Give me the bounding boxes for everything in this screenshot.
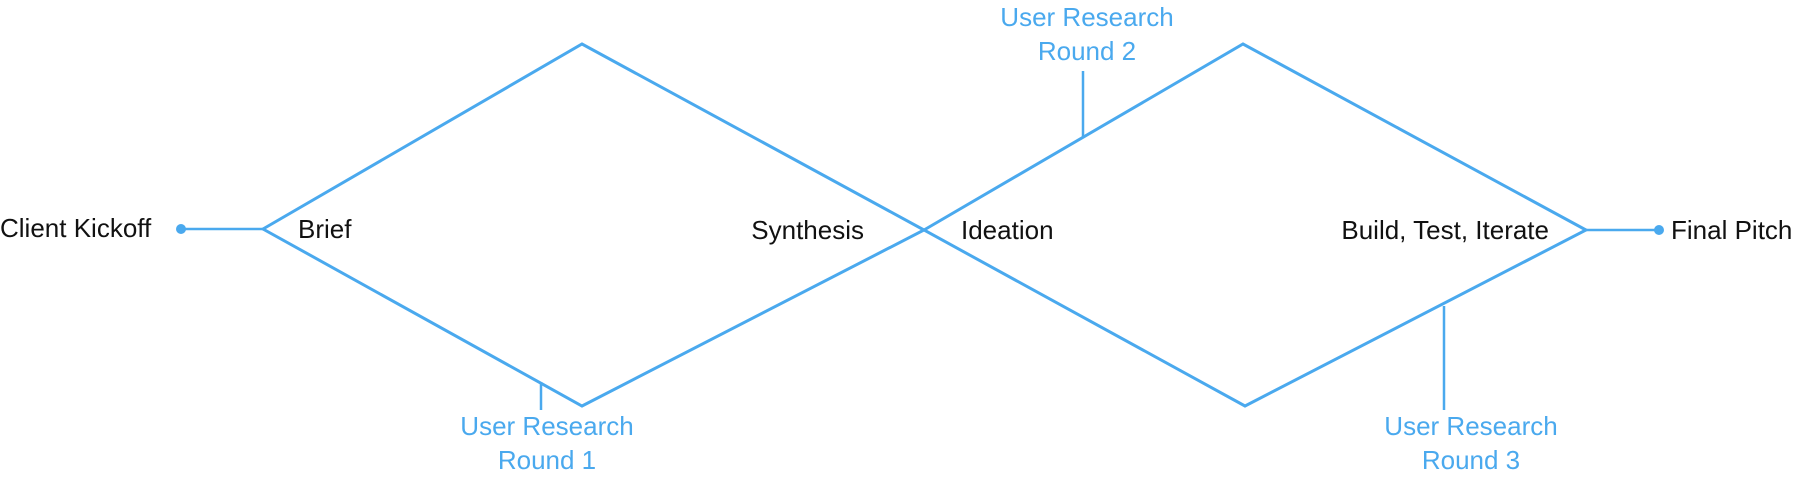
client-kickoff-label: Client Kickoff	[0, 213, 152, 243]
brief-label: Brief	[298, 214, 352, 244]
research-round1-line2: Round 1	[498, 445, 596, 475]
start-dot	[176, 224, 186, 234]
research-round1-line1: User Research	[460, 411, 633, 441]
research-round3-line2: Round 3	[1422, 445, 1520, 475]
research-round3-line1: User Research	[1384, 411, 1557, 441]
build-test-iterate-label: Build, Test, Iterate	[1341, 215, 1549, 245]
end-dot	[1654, 225, 1664, 235]
research-round2-line2: Round 2	[1038, 36, 1136, 66]
synthesis-label: Synthesis	[751, 215, 864, 245]
final-pitch-label: Final Pitch	[1671, 215, 1792, 245]
research-round2-line1: User Research	[1000, 2, 1173, 32]
ideation-label: Ideation	[961, 215, 1054, 245]
